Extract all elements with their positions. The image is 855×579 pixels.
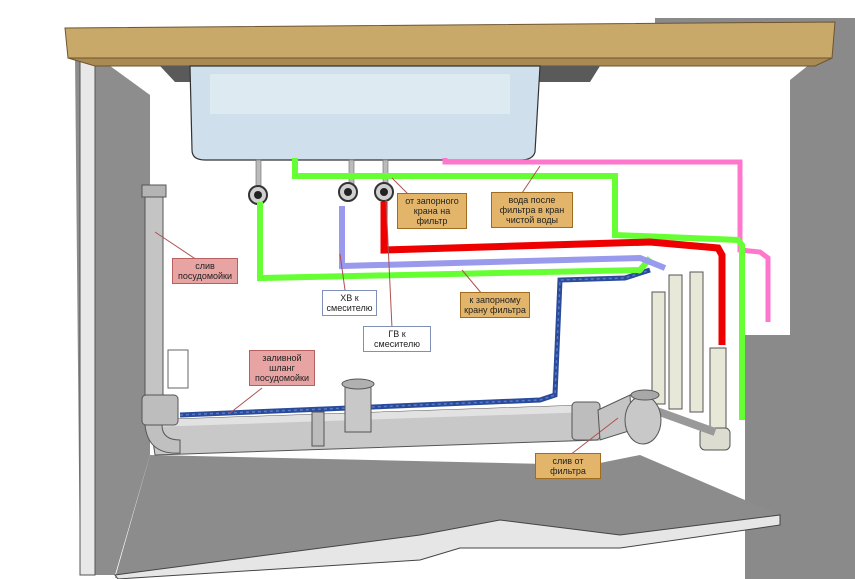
label-filter-drain-text: слив от фильтра <box>550 456 586 476</box>
drain-elbow-left <box>144 424 181 454</box>
label-dw-drain-text: слив посудомойки <box>177 261 233 281</box>
label-filtered-water-text: вода после фильтра в кран чистой воды <box>499 195 565 225</box>
filter-cartridge-3 <box>689 271 704 413</box>
drain-elbow-right-opening <box>630 389 660 401</box>
hot-water-line <box>380 202 726 345</box>
countertop <box>64 21 836 59</box>
label-to-valve-text: к запорному крану фильтра <box>464 295 526 315</box>
label-hot-mixer: ГВ к смесителю <box>363 326 431 352</box>
filter-cartridge-1 <box>651 291 666 405</box>
drain-tee-opening <box>341 378 375 390</box>
filter-cartridge-4 <box>709 347 727 431</box>
leader-filtered <box>521 165 541 194</box>
label-hot-mixer-text: ГВ к смесителю <box>374 329 420 349</box>
cabinet-floor <box>115 455 780 578</box>
label-cold-mixer: ХВ к смесителю <box>322 290 377 316</box>
drain-riser-cap <box>141 184 167 198</box>
label-to-valve: к запорному крану фильтра <box>460 292 530 318</box>
label-cold-mixer-text: ХВ к смесителю <box>326 293 373 313</box>
label-from-valve: от запорного крана на фильтр <box>397 193 467 229</box>
faucet-stem-1 <box>255 159 262 189</box>
drain-tee-left <box>141 394 179 426</box>
right-wall <box>655 18 855 579</box>
cabinet-floor-front-edge <box>114 514 781 579</box>
filter-cartridge-2 <box>668 274 683 410</box>
flex-hose-fitting-3-core <box>380 188 388 196</box>
label-dw-inlet-text: заливной шланг посудомойки <box>254 353 310 383</box>
drain-coupling-right <box>571 401 601 441</box>
label-dw-inlet: заливной шланг посудомойки <box>249 350 315 386</box>
label-filtered-water: вода после фильтра в кран чистой воды <box>491 192 573 228</box>
cabinet-left-edge <box>79 54 96 576</box>
leader-dw-inlet <box>229 387 263 414</box>
leader-dw-drain <box>154 231 201 263</box>
green-line-lower <box>257 202 653 282</box>
leader-filter-drain <box>569 417 619 456</box>
drain-riser-pipe <box>144 184 164 396</box>
green-line-upper <box>292 158 745 420</box>
countertop-underside <box>67 57 833 67</box>
flex-hose-fitting-2-core <box>344 188 352 196</box>
drain-coupling <box>311 411 325 447</box>
label-dw-drain: слив посудомойки <box>172 258 238 284</box>
label-filter-drain: слив от фильтра <box>535 453 601 479</box>
flex-hose-fitting-1-core <box>254 191 262 199</box>
leader-cold <box>339 253 346 291</box>
drain-elbow-right <box>624 395 662 445</box>
sink-highlight <box>210 74 510 114</box>
leader-hot <box>385 199 393 329</box>
cold-water-line <box>339 206 667 271</box>
label-from-valve-text: от запорного крана на фильтр <box>405 196 459 226</box>
leader-to-valve <box>461 269 483 295</box>
dishwasher-inlet-hose-texture <box>179 269 651 416</box>
wall-outlet <box>167 349 189 389</box>
drain-tee-up <box>344 381 372 433</box>
